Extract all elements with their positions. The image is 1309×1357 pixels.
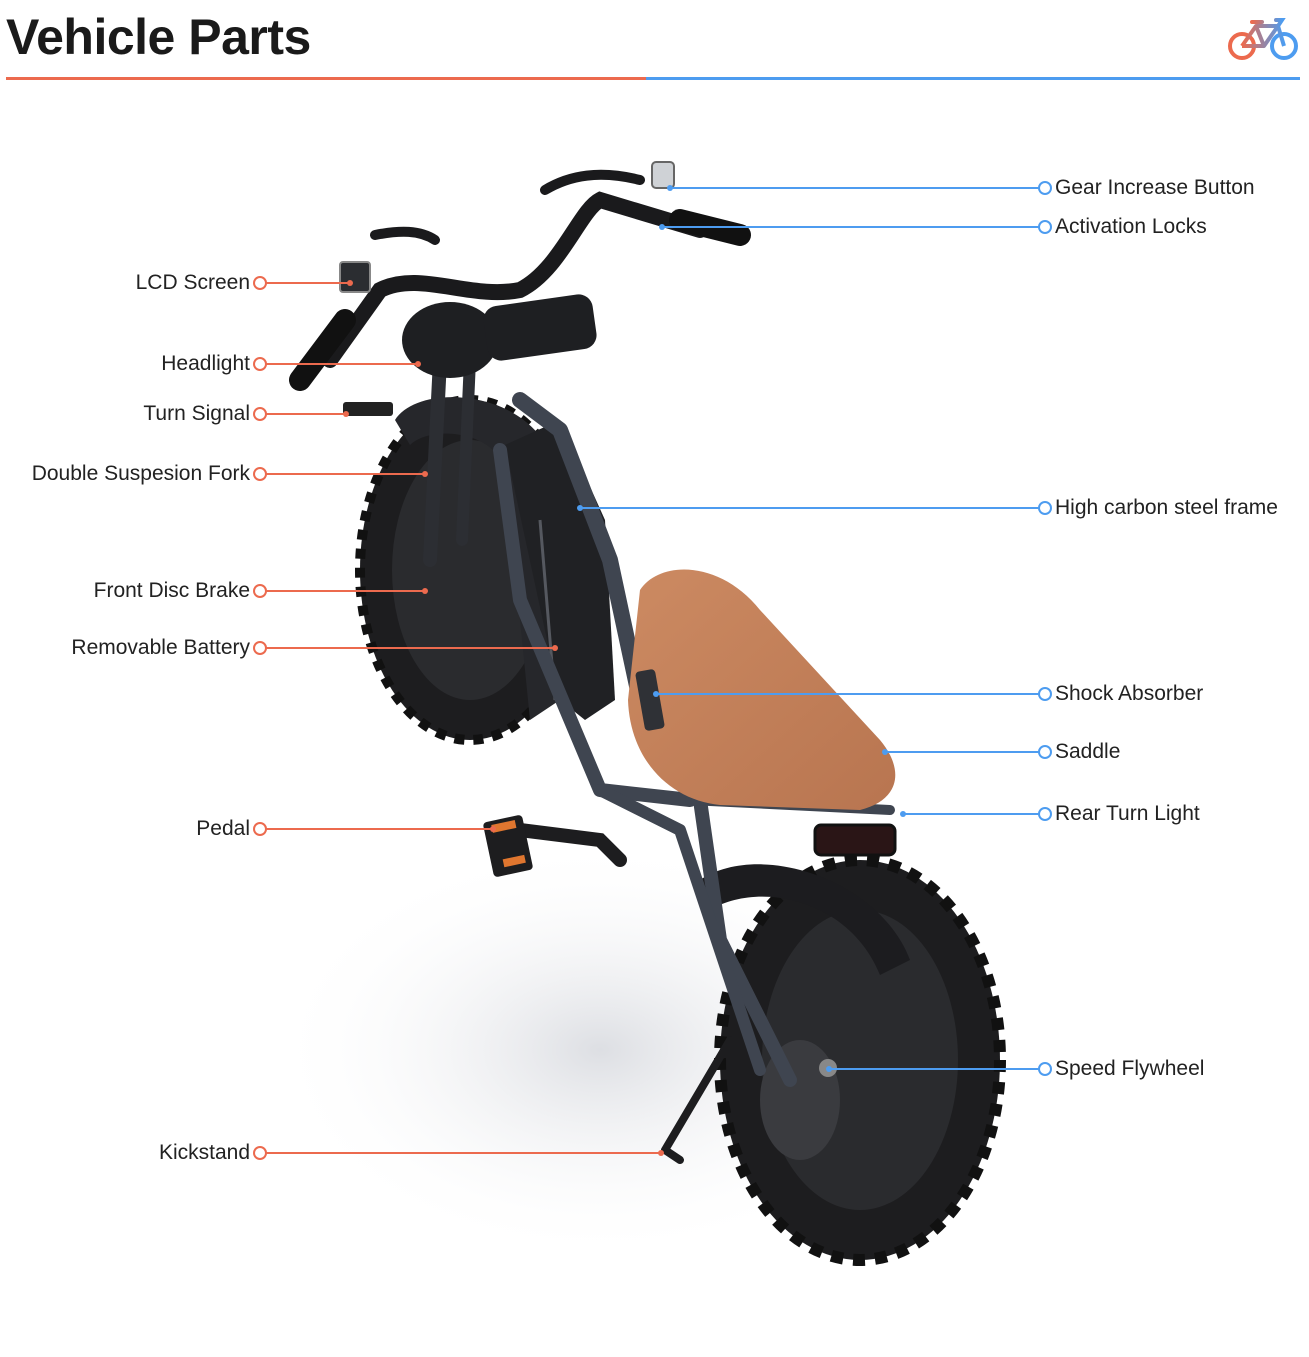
- callout-dots-left: [253, 276, 267, 1160]
- shock-absorber-shape: [635, 669, 665, 731]
- label-saddle: Saddle: [1055, 740, 1121, 763]
- callout-anchors-left: [343, 280, 664, 1156]
- fork: [423, 353, 476, 567]
- gear-control: [651, 161, 675, 189]
- bicycle-icon: [1228, 18, 1298, 60]
- label-kickstand: Kickstand: [158, 1141, 250, 1164]
- rear-light-shape: [813, 823, 897, 857]
- label-speed-flywheel: Speed Flywheel: [1055, 1057, 1205, 1080]
- label-high-carbon-steel-frame: High carbon steel frame: [1055, 496, 1278, 519]
- lcd-display: [339, 261, 371, 293]
- label-lcd-screen: LCD Screen: [135, 271, 250, 294]
- label-headlight: Headlight: [161, 352, 250, 375]
- label-gear-increase-button: Gear Increase Button: [1055, 176, 1255, 199]
- label-pedal: Pedal: [196, 817, 250, 840]
- headlight-housing: [402, 302, 498, 378]
- kickstand-shape: [661, 1036, 734, 1164]
- title-underline-right: [646, 77, 1300, 80]
- label-front-disc-brake: Front Disc Brake: [93, 579, 250, 602]
- front-turn-signal: [343, 402, 393, 416]
- callout-lines-left: [266, 282, 661, 1154]
- page-title: Vehicle Parts: [6, 9, 311, 65]
- dash-plate: [483, 294, 597, 361]
- label-shock-absorber: Shock Absorber: [1055, 682, 1204, 705]
- label-removable-battery: Removable Battery: [71, 636, 250, 659]
- label-activation-locks: Activation Locks: [1055, 215, 1207, 238]
- rear-tire: [714, 854, 1006, 1266]
- label-turn-signal: Turn Signal: [143, 402, 250, 425]
- callout-dots-right: [1038, 181, 1052, 1076]
- rear-fender: [700, 864, 910, 975]
- pedal-shape: [483, 815, 627, 877]
- callout-anchors-right: [577, 185, 906, 1072]
- saddle-shape: [628, 569, 896, 810]
- title-underline-left: [6, 77, 646, 80]
- callout-lines-right: [580, 187, 1039, 1070]
- label-double-suspension-fork: Double Suspesion Fork: [31, 462, 250, 485]
- label-rear-turn-light: Rear Turn Light: [1055, 802, 1200, 825]
